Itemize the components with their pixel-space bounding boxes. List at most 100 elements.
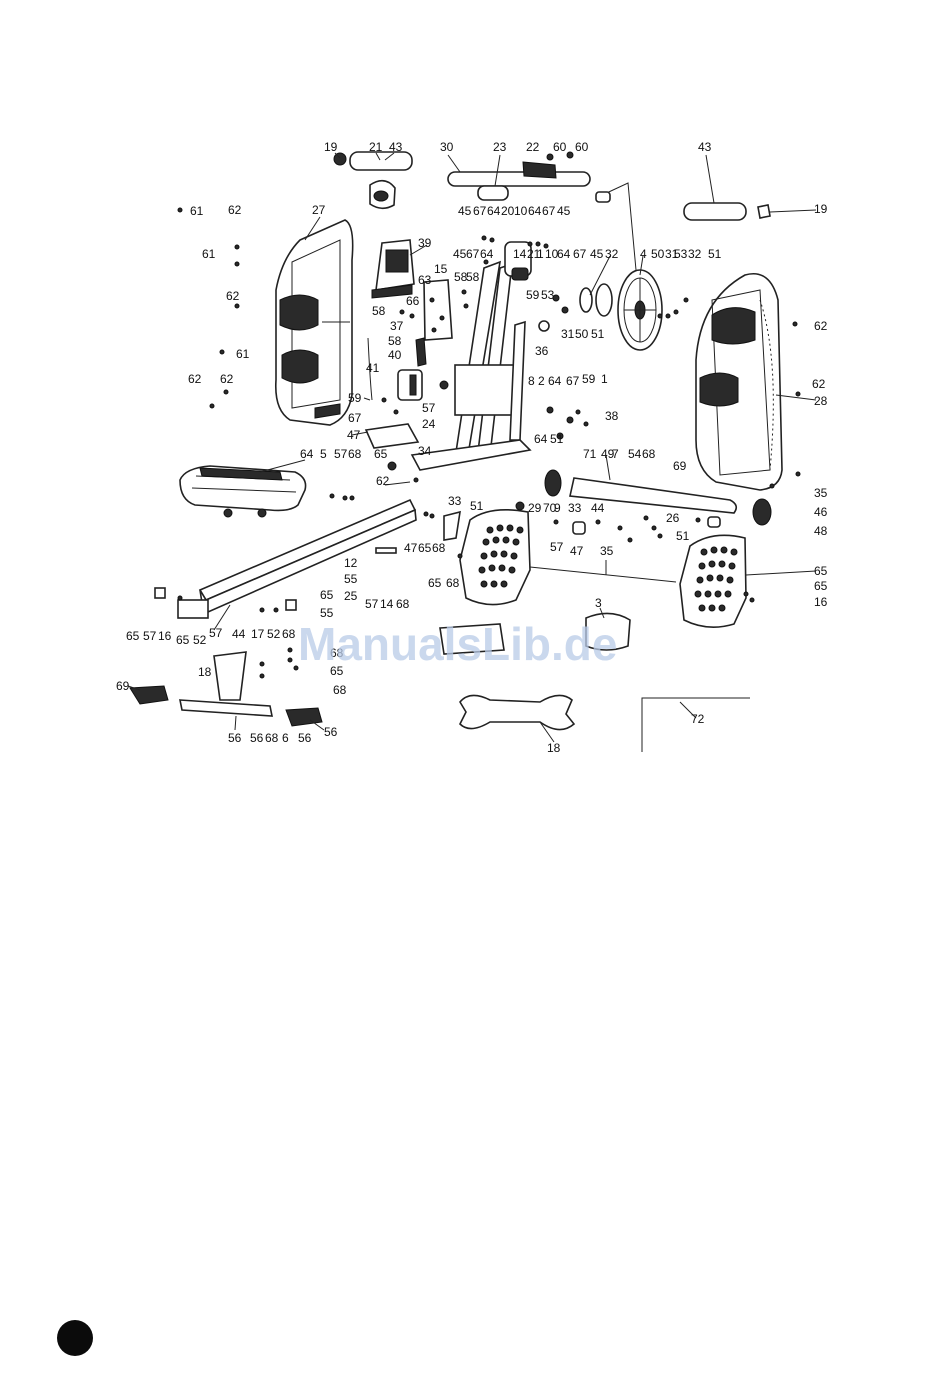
part-label: 20 bbox=[501, 204, 515, 218]
part-label: 68 bbox=[282, 627, 296, 641]
part-label: 31 bbox=[561, 327, 575, 341]
part-label: 59 bbox=[582, 372, 596, 386]
part-label: 65 bbox=[176, 633, 190, 647]
part-label: 10 bbox=[545, 247, 559, 261]
part-label: 21 bbox=[369, 140, 383, 154]
part-label: 69 bbox=[116, 679, 130, 693]
part-label: 57 bbox=[334, 447, 348, 461]
part-label: 61 bbox=[236, 347, 250, 361]
rear-stabilizer bbox=[129, 651, 323, 727]
part-label: 54 bbox=[628, 447, 642, 461]
tools bbox=[439, 612, 750, 752]
part-label: 62 bbox=[220, 372, 234, 386]
part-label: 64 bbox=[300, 447, 314, 461]
part-label: 56 bbox=[298, 731, 312, 745]
part-label: 25 bbox=[344, 589, 358, 603]
part-label: 51 bbox=[470, 499, 484, 513]
part-label: 55 bbox=[320, 606, 334, 620]
bushing-36 bbox=[538, 320, 550, 332]
part-label: 60 bbox=[575, 140, 589, 154]
part-label: 40 bbox=[388, 348, 402, 362]
part-label: 33 bbox=[448, 494, 462, 508]
part-label: 4 bbox=[640, 247, 647, 261]
part-labels: 19 21 43 30 23 22 60 60 43 19 61 62 27 4… bbox=[116, 140, 828, 755]
part-label: 12 bbox=[344, 556, 358, 570]
part-label: 24 bbox=[422, 417, 436, 431]
part-label: 61 bbox=[190, 204, 204, 218]
part-label: 26 bbox=[666, 511, 680, 525]
part-label: 68 bbox=[432, 541, 446, 555]
part-label: 36 bbox=[535, 344, 549, 358]
part-label: 68 bbox=[446, 576, 460, 590]
loose-hardware bbox=[177, 151, 801, 679]
brake-parts bbox=[364, 337, 449, 449]
part-label: 47 bbox=[347, 428, 361, 442]
part-label: 57 bbox=[143, 629, 157, 643]
part-label: 62 bbox=[188, 372, 202, 386]
part-label: 63 bbox=[418, 273, 432, 287]
part-label: 10 bbox=[514, 204, 528, 218]
part-label: 53 bbox=[674, 247, 688, 261]
part-label: 41 bbox=[366, 361, 380, 375]
part-label: 66 bbox=[406, 294, 420, 308]
part-label: 16 bbox=[814, 595, 828, 609]
pedal-axle bbox=[529, 566, 677, 583]
part-label: 51 bbox=[708, 247, 722, 261]
part-label: 68 bbox=[265, 731, 279, 745]
part-label: 67 bbox=[473, 204, 487, 218]
pedals bbox=[459, 509, 747, 628]
part-label: 47 bbox=[404, 541, 418, 555]
part-label: 51 bbox=[676, 529, 690, 543]
part-label: 43 bbox=[389, 140, 403, 154]
part-label: 52 bbox=[193, 633, 207, 647]
part-label: 61 bbox=[202, 247, 216, 261]
part-label: 45 bbox=[458, 204, 472, 218]
top-rollers bbox=[333, 151, 771, 221]
part-label: 67 bbox=[466, 247, 480, 261]
part-label: 3 bbox=[595, 596, 602, 610]
part-label: 64 bbox=[548, 374, 562, 388]
part-label: 68 bbox=[642, 447, 656, 461]
part-label: 67 bbox=[573, 247, 587, 261]
part-label: 17 bbox=[251, 627, 265, 641]
part-label: 59 bbox=[348, 391, 362, 405]
part-label: 44 bbox=[232, 627, 246, 641]
part-label: 57 bbox=[365, 597, 379, 611]
part-label: 68 bbox=[348, 447, 362, 461]
seat bbox=[179, 465, 307, 518]
part-label: 48 bbox=[814, 524, 828, 538]
part-label: 49 bbox=[601, 447, 615, 461]
part-label: 59 bbox=[526, 288, 540, 302]
part-label: 34 bbox=[418, 444, 432, 458]
part-label: 57 bbox=[422, 401, 436, 415]
part-label: 68 bbox=[330, 646, 344, 660]
part-label: 58 bbox=[388, 334, 402, 348]
part-label: 46 bbox=[814, 505, 828, 519]
part-label: 56 bbox=[324, 725, 338, 739]
part-label: 35 bbox=[814, 486, 828, 500]
part-label: 64 bbox=[534, 432, 548, 446]
part-label: 32 bbox=[688, 247, 702, 261]
part-label: 50 bbox=[575, 327, 589, 341]
part-label: 65 bbox=[374, 447, 388, 461]
part-label: 68 bbox=[333, 683, 347, 697]
part-label: 58 bbox=[372, 304, 386, 318]
leader-lines bbox=[127, 152, 817, 743]
part-label: 58 bbox=[466, 270, 480, 284]
part-label: 60 bbox=[553, 140, 567, 154]
part-label: 65 bbox=[418, 541, 432, 555]
part-label: 64 bbox=[487, 204, 501, 218]
part-label: 16 bbox=[158, 629, 172, 643]
part-label: 45 bbox=[453, 247, 467, 261]
part-label: 37 bbox=[390, 319, 404, 333]
flywheel-assembly bbox=[579, 182, 663, 351]
part-label: 62 bbox=[226, 289, 240, 303]
part-label: 14 bbox=[513, 247, 527, 261]
part-label: 62 bbox=[814, 319, 828, 333]
part-label: 67 bbox=[348, 411, 362, 425]
part-label: 45 bbox=[590, 247, 604, 261]
part-label: 21 bbox=[527, 247, 541, 261]
part-label: 30 bbox=[440, 140, 454, 154]
part-label: 2 bbox=[538, 374, 545, 388]
